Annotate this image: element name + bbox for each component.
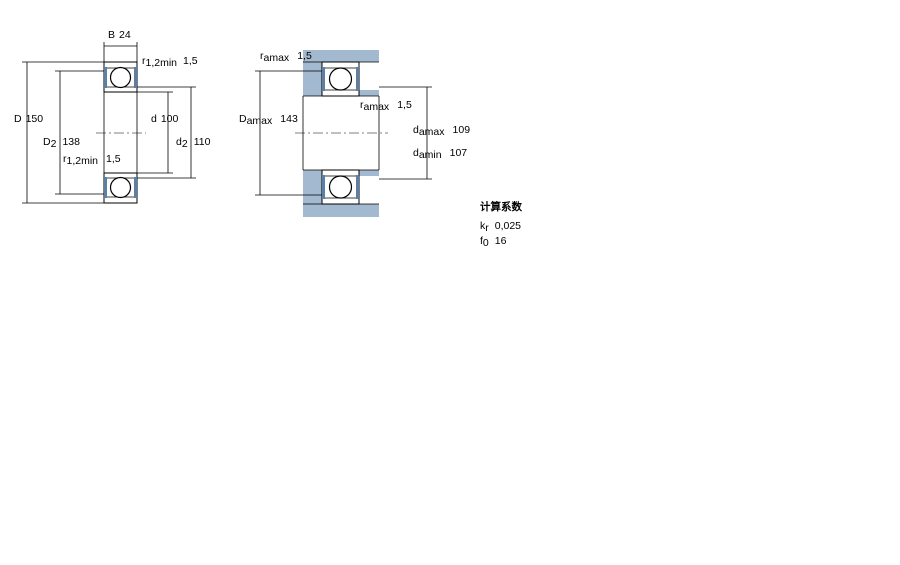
- r12-top-subscript: 1,2min: [146, 57, 178, 69]
- label-r12min-top: r1,2min 1,5: [142, 55, 198, 69]
- mount-upper-left-seal: [322, 67, 325, 91]
- ra-top-symbol: r: [260, 50, 264, 62]
- da-min-symbol: d: [413, 147, 419, 159]
- da-max-subscript: amax: [419, 126, 445, 138]
- Da-symbol: D: [239, 113, 247, 125]
- D2-value: 138: [62, 136, 80, 148]
- kr-value: 0,025: [495, 220, 521, 232]
- label-r12min-bottom: r1,2min 1,5: [63, 153, 121, 167]
- da-min-subscript: amin: [419, 149, 442, 161]
- dimension-d: d 100: [137, 91, 179, 174]
- lower-right-seal: [134, 177, 137, 198]
- d2-value: 110: [194, 136, 211, 148]
- kr-subscript: r: [485, 222, 489, 234]
- B-symbol: B: [108, 29, 115, 41]
- mount-lower-left-seal: [322, 175, 325, 199]
- r12-bottom-symbol: r: [63, 153, 67, 165]
- mount-upper-right-seal: [356, 67, 359, 91]
- r12-bottom-subscript: 1,2min: [67, 155, 99, 167]
- mount-lower-right-seal: [356, 175, 359, 199]
- mounting-section: [295, 50, 388, 217]
- bearing-section: [96, 61, 146, 204]
- housing-top-fill: [303, 50, 379, 62]
- mount-upper-ball: [328, 67, 353, 91]
- dimension-B: B 24: [103, 29, 138, 62]
- label-ramax-mid: ramax 1,5: [360, 99, 412, 113]
- dimension-D2: D2 138: [43, 70, 104, 195]
- D-symbol: D: [14, 113, 22, 125]
- da-max-value: 109: [453, 124, 471, 136]
- da-max-symbol: d: [413, 124, 419, 136]
- d2-subscript: 2: [182, 138, 188, 150]
- f0-value: 16: [495, 235, 507, 247]
- ra-mid-value: 1,5: [397, 99, 412, 111]
- housing-bottom-fill: [303, 204, 379, 217]
- d-value: 100: [161, 113, 179, 125]
- kr-symbol: k: [480, 220, 486, 232]
- r12-top-symbol: r: [142, 55, 146, 67]
- Da-subscript: amax: [247, 115, 273, 127]
- svg-text:B24: B 24: [108, 29, 131, 41]
- dimension-Da: Damax 143: [239, 70, 322, 196]
- shaft-fill-bottom: [359, 170, 379, 176]
- label-ramax-top: ramax 1,5: [260, 50, 312, 64]
- D2-subscript: 2: [51, 138, 57, 150]
- D-value: 150: [26, 113, 44, 125]
- da-min-value: 107: [450, 147, 468, 159]
- dimension-D: D 150: [14, 61, 104, 204]
- lower-left-seal: [104, 177, 107, 198]
- ra-top-value: 1,5: [297, 50, 312, 62]
- f0-subscript: 0: [483, 237, 489, 249]
- r12-top-value: 1,5: [183, 55, 198, 67]
- upper-right-seal: [134, 67, 137, 88]
- B-value: 24: [119, 29, 131, 41]
- upper-ball: [109, 66, 132, 89]
- svg-text:kr0,025: kr 0,025: [480, 220, 521, 234]
- factors-title: 计算系数: [480, 200, 522, 213]
- d-symbol: d: [151, 113, 157, 125]
- housing-left-fill-bottom: [303, 170, 322, 204]
- upper-left-seal: [104, 67, 107, 88]
- f0-symbol: f: [480, 235, 483, 247]
- D2-symbol: D: [43, 136, 51, 148]
- shaft-fill-top: [359, 90, 379, 96]
- lower-ball: [109, 176, 132, 199]
- Da-value: 143: [280, 113, 298, 125]
- r12-bottom-value: 1,5: [106, 153, 121, 165]
- housing-left-fill-top: [303, 62, 322, 96]
- ra-mid-subscript: amax: [364, 101, 390, 113]
- ra-top-subscript: amax: [264, 52, 290, 64]
- mount-lower-ball: [328, 175, 353, 199]
- calculation-factors: 计算系数 kr 0,025 f0 16: [480, 200, 522, 249]
- ra-mid-symbol: r: [360, 99, 364, 111]
- d2-symbol: d: [176, 136, 182, 148]
